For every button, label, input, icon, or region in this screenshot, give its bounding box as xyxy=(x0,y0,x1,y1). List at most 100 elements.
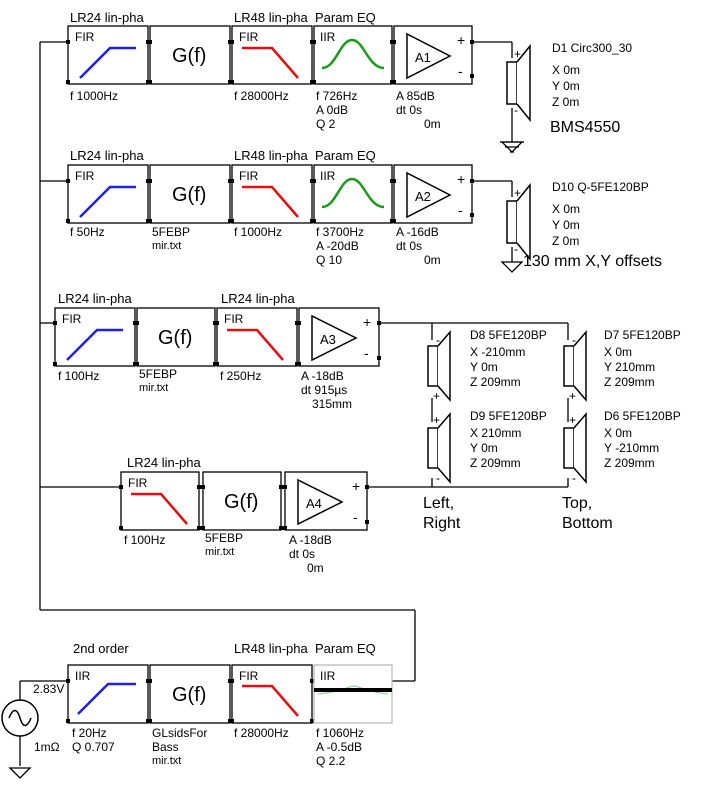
chain1-fir-highpass-block[interactable]: FIR xyxy=(66,25,150,85)
plus-sign-icon: + xyxy=(433,413,440,427)
gf-label: G(f) xyxy=(172,684,206,706)
chain3-fir-lowpass-block[interactable]: FIR xyxy=(215,307,299,367)
chain2-amplifier-block[interactable]: A2 + - xyxy=(392,164,474,224)
source-gf-block[interactable]: G(f) xyxy=(148,664,232,724)
minus-sign-icon: - xyxy=(458,63,463,79)
lowpass-curve-icon xyxy=(242,684,299,717)
driver-array: - + D8 5FE120BP X -210mm Y 0m Z 209mm + … xyxy=(423,328,681,532)
chain3-gf-file-ext: mir.txt xyxy=(139,382,168,394)
wiring xyxy=(19,41,569,766)
chain1-amp-distance: 0m xyxy=(424,117,441,131)
source-iir-highpass-block[interactable]: IIR xyxy=(66,664,150,724)
source-fir-lowpass-block[interactable]: FIR xyxy=(230,664,314,724)
chain2-gf-block[interactable]: G(f) xyxy=(148,164,232,224)
source-gf-file: GLsidsFor xyxy=(152,726,207,740)
chain1-amp-gain: A 85dB xyxy=(396,89,435,103)
top-bottom-label: Top, xyxy=(562,495,592,512)
chain1-amp-delay: dt 0s xyxy=(396,103,422,117)
amplifier-triangle-icon xyxy=(406,32,452,80)
d10-offset-note: 130 mm X,Y offsets xyxy=(523,253,662,270)
top-bottom-label-2: Bottom xyxy=(562,515,613,532)
plus-sign-icon: + xyxy=(569,413,576,427)
peak-curve-icon xyxy=(321,177,385,209)
voltage-source[interactable] xyxy=(1,699,39,737)
driver-d10[interactable]: + - xyxy=(500,182,531,273)
chain3-gf-block[interactable]: G(f) xyxy=(135,307,217,367)
chain4-amplifier-block[interactable]: A4 + - xyxy=(283,471,369,531)
source-eq-title: Param EQ xyxy=(315,641,376,656)
block-type-label: IIR xyxy=(320,669,336,683)
chain1-iir-freq: f 726Hz xyxy=(316,89,357,103)
minus-sign-icon: - xyxy=(514,242,518,256)
chain3-fir-freq: f 100Hz xyxy=(58,369,99,383)
block-type-label: FIR xyxy=(239,169,259,183)
d6-y: Y -210mm xyxy=(604,441,659,455)
minus-sign-icon: - xyxy=(458,202,463,218)
highpass-curve-icon xyxy=(77,682,136,715)
block-type-label: IIR xyxy=(320,30,336,44)
chain3-fir2-title: LR24 lin-pha xyxy=(221,291,295,306)
chain2-fir2-freq: f 1000Hz xyxy=(234,225,282,239)
chain1-fir-lowpass-block[interactable]: FIR xyxy=(230,25,314,85)
chain2-iir-q: Q 10 xyxy=(316,253,342,267)
amp-id: A3 xyxy=(320,332,336,347)
source-iir2-gain: A -0.5dB xyxy=(316,740,362,754)
d9-name: D9 5FE120BP xyxy=(470,409,547,423)
driver-d6[interactable]: + - xyxy=(563,411,587,485)
left-right-label-2: Right xyxy=(423,515,461,532)
lowpass-curve-icon xyxy=(242,46,299,79)
source-voltage: 2.83V xyxy=(33,682,64,696)
chain1-iir-peak-block[interactable]: IIR xyxy=(312,25,394,85)
chain3-amp-distance: 315mm xyxy=(312,397,352,411)
ground-icon xyxy=(8,767,32,779)
chain4-amp-delay: dt 0s xyxy=(289,547,315,561)
chain-4: LR24 lin-pha FIR f 100Hz G(f) 5FEBP mir.… xyxy=(119,455,369,575)
chain2-fir-lowpass-block[interactable]: FIR xyxy=(230,164,314,224)
block-type-label: FIR xyxy=(75,169,95,183)
chain3-fir-highpass-block[interactable]: FIR xyxy=(53,307,137,367)
d8-y: Y 0m xyxy=(470,360,498,374)
source-iir2-q: Q 2.2 xyxy=(316,754,346,768)
block-type-label: IIR xyxy=(75,669,91,683)
d7-x: X 0m xyxy=(604,345,632,359)
speaker-icon xyxy=(516,182,531,262)
d7-z: Z 209mm xyxy=(604,375,655,389)
chain2-fir-freq: f 50Hz xyxy=(70,225,105,239)
d10-z: Z 0m xyxy=(552,234,579,248)
driver-d9[interactable]: + - xyxy=(427,411,451,485)
chain4-gf-file-ext: mir.txt xyxy=(205,546,234,558)
driver-d1[interactable]: + - xyxy=(500,43,531,153)
d1-name: D1 Circ300_30 xyxy=(552,41,632,55)
plus-sign-icon: + xyxy=(457,171,465,187)
plus-sign-icon: + xyxy=(514,186,521,200)
chain-2: LR24 lin-pha LR48 lin-pha Param EQ FIR f… xyxy=(66,148,662,273)
chain3-amplifier-block[interactable]: A3 + - xyxy=(297,307,381,367)
source-iir-title: 2nd order xyxy=(73,641,129,656)
driver-d8[interactable]: - + xyxy=(427,329,451,403)
d1-x: X 0m xyxy=(552,63,580,77)
source-iir-flat-block[interactable]: IIR xyxy=(313,664,393,724)
block-type-label: FIR xyxy=(239,30,259,44)
chain4-fir-lowpass-block[interactable]: FIR xyxy=(119,471,201,531)
chain4-gf-file: 5FEBP xyxy=(205,531,243,545)
highpass-curve-icon xyxy=(66,328,123,361)
chain2-fir-highpass-block[interactable]: FIR xyxy=(66,164,150,224)
plus-sign-icon: + xyxy=(433,389,440,403)
amp-id: A1 xyxy=(415,50,431,65)
chain3-fir-title: LR24 lin-pha xyxy=(58,291,132,306)
chain1-gf-block[interactable]: G(f) xyxy=(148,25,232,85)
plus-sign-icon: + xyxy=(569,389,576,403)
chain2-iir-freq: f 3700Hz xyxy=(316,225,364,239)
gf-label: G(f) xyxy=(158,327,192,349)
chain1-amplifier-block[interactable]: A1 + - xyxy=(392,25,474,85)
speaker-icon xyxy=(437,411,451,485)
chain2-amp-delay: dt 0s xyxy=(396,239,422,253)
chain4-gf-block[interactable]: G(f) xyxy=(201,471,283,531)
lowpass-curve-icon xyxy=(242,185,299,218)
speaker-icon xyxy=(573,411,587,485)
chain2-iir-peak-block[interactable]: IIR xyxy=(312,164,394,224)
driver-d7[interactable]: - + xyxy=(563,329,587,403)
chain3-amp-delay: dt 915µs xyxy=(301,383,347,397)
block-type-label: FIR xyxy=(224,312,244,326)
